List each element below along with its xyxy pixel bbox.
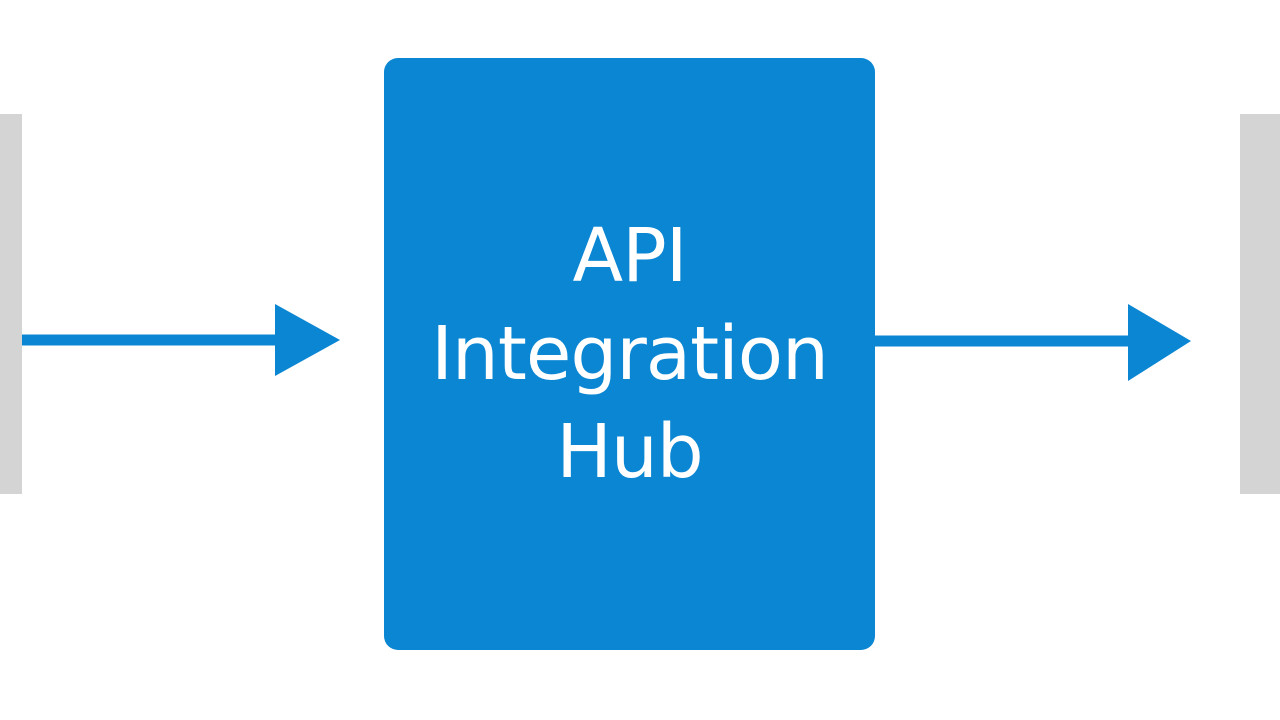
hub-label-line-3: Hub bbox=[556, 409, 704, 495]
hub-label-line-2: Integration bbox=[431, 311, 829, 397]
api-integration-hub-node: API Integration Hub bbox=[384, 58, 875, 650]
hub-label-line-1: API bbox=[572, 213, 687, 299]
left-source-block bbox=[0, 114, 22, 494]
input-arrow-icon bbox=[22, 304, 340, 376]
output-arrow-icon bbox=[875, 304, 1191, 381]
right-target-block bbox=[1240, 114, 1280, 494]
